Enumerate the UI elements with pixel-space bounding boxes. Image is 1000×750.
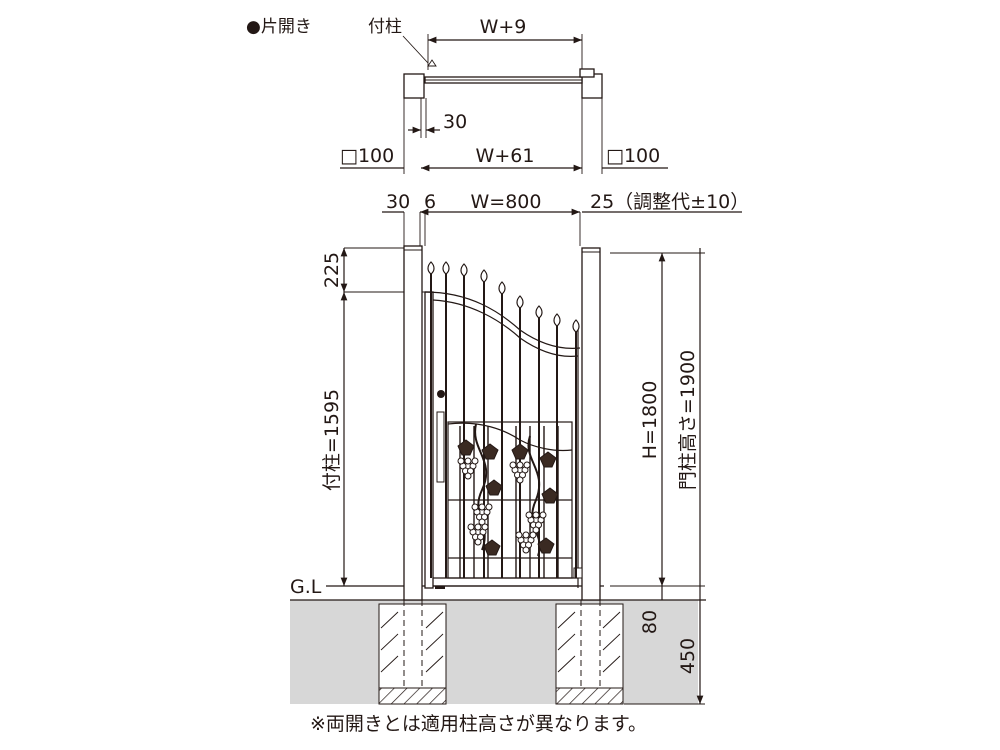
grape	[529, 531, 537, 539]
layout-title: ●片開き	[246, 17, 312, 37]
grape	[525, 511, 533, 519]
picket-finial	[442, 261, 450, 275]
grape	[478, 518, 486, 526]
grape	[515, 531, 523, 539]
elev-hinge-gap: 6	[424, 191, 436, 213]
elev-fixed-post-height: 付柱=1595	[321, 389, 343, 491]
grape	[516, 476, 524, 484]
grape	[474, 523, 482, 531]
elev-opening-width: W=800	[471, 191, 542, 213]
picket-finial	[480, 269, 488, 283]
footnote: ※両開きとは適用柱高さが異なります。	[310, 713, 647, 735]
plan-span: W+61	[476, 145, 535, 167]
grape	[467, 523, 475, 531]
picket-finial	[535, 305, 543, 319]
plan-top-width: W+9	[480, 16, 527, 38]
plan-right-post: □100	[606, 145, 660, 167]
grape	[464, 472, 472, 480]
grape-leaf	[483, 539, 501, 556]
grape	[532, 511, 540, 519]
embed-depth-b: 450	[677, 638, 699, 674]
grape	[464, 457, 472, 465]
picket-finial	[572, 319, 580, 333]
grape	[522, 546, 530, 554]
grape-leaf	[511, 443, 529, 460]
grape-leaf	[457, 439, 475, 456]
grape-vine	[527, 435, 541, 557]
plan-left-post: □100	[340, 145, 394, 167]
gate-post	[581, 247, 601, 601]
grape-leaf	[537, 537, 555, 554]
grape	[471, 503, 479, 511]
grape	[523, 461, 531, 469]
grape	[478, 503, 486, 511]
grape	[539, 511, 547, 519]
gate-pickets	[427, 261, 580, 578]
elev-top-offset: 225	[321, 252, 343, 288]
picket-finial	[427, 261, 435, 275]
grape	[522, 531, 530, 539]
fixed-post	[403, 245, 423, 601]
embed-depth-a: 80	[639, 610, 661, 634]
plan-gap: 30	[443, 111, 467, 133]
grape	[532, 526, 540, 534]
grape-leaf	[481, 443, 499, 460]
fixed-post-label: 付柱	[368, 17, 402, 37]
grape-leaf	[541, 487, 559, 504]
elev-gate-height: H=1800	[639, 381, 661, 460]
elevation-view: 30 6 W=800 25（調整代±10） 225 付柱=1595 H=1800…	[290, 191, 749, 705]
elev-left-gap: 30	[386, 191, 410, 213]
plan-view: 付柱 W+9 30 □100 W+61 □100	[340, 16, 668, 174]
grape	[457, 457, 465, 465]
elev-adjust-gap: 25（調整代±10）	[590, 191, 749, 213]
picket-finial	[516, 295, 524, 309]
grape-panel	[447, 421, 573, 579]
picket-finial	[498, 281, 506, 295]
grape	[474, 538, 482, 546]
grape-leaf	[485, 479, 503, 496]
grape	[485, 503, 493, 511]
elev-gate-post-height: 門柱高さ=1900	[677, 350, 699, 490]
grape	[516, 461, 524, 469]
grape	[471, 457, 479, 465]
ground-level-label: G.L	[290, 576, 322, 598]
picket-finial	[460, 263, 468, 277]
picket-finial	[553, 313, 561, 327]
grape-leaf	[539, 451, 557, 468]
grape	[481, 523, 489, 531]
grape	[509, 461, 517, 469]
